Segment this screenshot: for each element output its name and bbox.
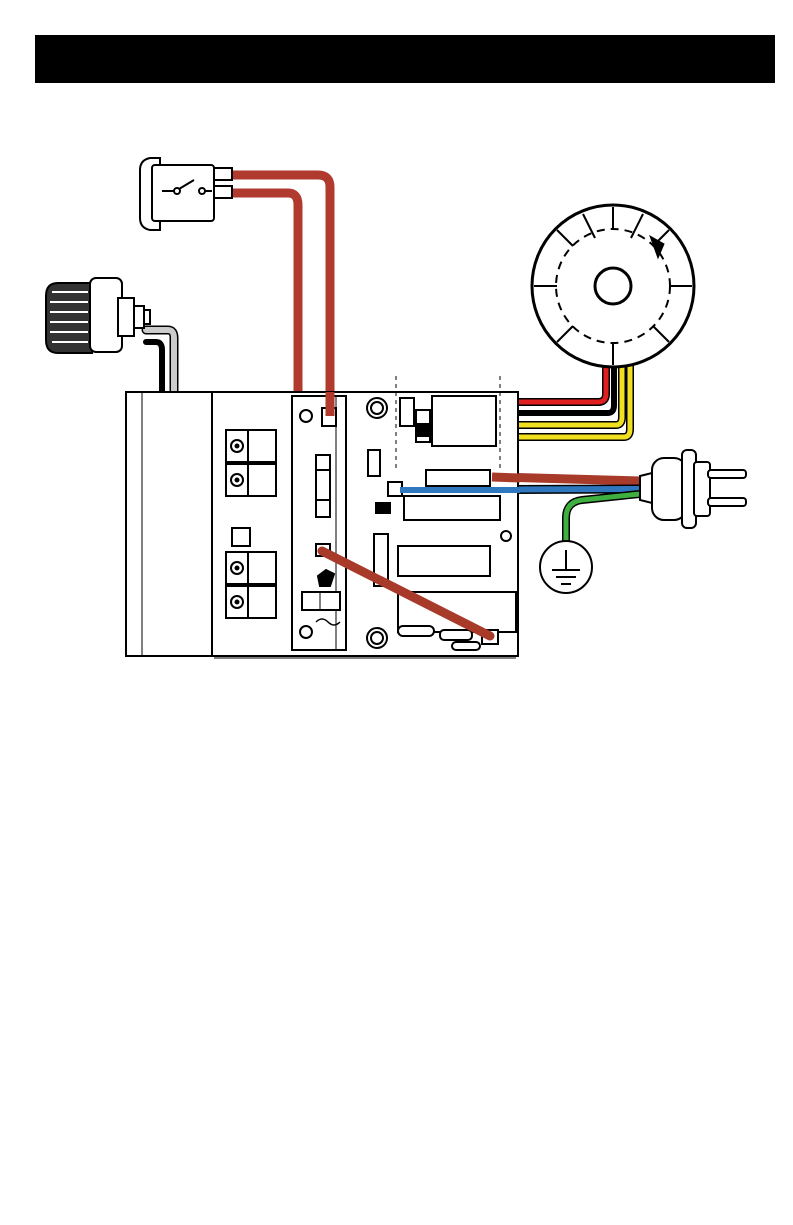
plug-icon [640,450,746,528]
wire-red-switch-2 [228,193,298,395]
ground-icon [540,541,592,593]
wire-red-switch-1 [228,175,330,418]
motor-icon [532,205,694,367]
knob-icon [46,278,150,353]
switch-icon [140,158,232,230]
wire-brown-mains-top [492,477,520,478]
